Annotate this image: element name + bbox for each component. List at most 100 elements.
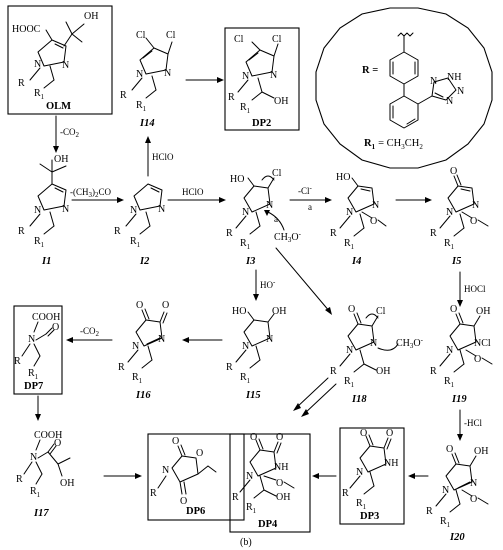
dp4-nh: NH — [274, 462, 288, 473]
i5-o-carbonyl: O — [450, 166, 457, 177]
i3-ho: HO — [230, 174, 244, 185]
i20-o: O — [446, 444, 453, 455]
i20-label: I20 — [449, 532, 465, 543]
i14-r: R — [120, 90, 127, 101]
i19-label: I19 — [451, 394, 467, 405]
i15-oh: OH — [272, 306, 286, 317]
dp7-o: O — [52, 322, 59, 333]
i14-r1: R1 — [136, 100, 147, 113]
dp6-n: N — [162, 465, 169, 476]
i19-o-methoxy: O — [474, 354, 481, 365]
olm-structure: OH HOOC N N R R1 OLM — [12, 11, 98, 112]
arrow-i2-to-i3-head — [219, 197, 226, 203]
arrow-i3-to-i15-head — [253, 294, 259, 301]
dp2-cl1: Cl — [234, 34, 244, 45]
i19-r: R — [430, 366, 437, 377]
i16-o2: O — [162, 300, 169, 311]
dp4-o-methoxy: O — [276, 478, 283, 489]
reagent-hocl: HOCl — [464, 284, 486, 294]
arrow-i15-to-i16-head — [182, 337, 189, 343]
i15-r: R — [226, 362, 233, 373]
i4-r1: R1 — [344, 238, 355, 251]
arrow-i19-to-i20-head — [457, 434, 463, 441]
dp3-r1: R1 — [356, 498, 367, 511]
i18-n3: N — [370, 338, 377, 349]
reagent-hcl: -HCl — [464, 418, 482, 428]
i18-r: R — [330, 366, 337, 377]
i3-n1: N — [242, 207, 249, 218]
i18-label: I18 — [351, 394, 367, 405]
dp4-structure: O O N NH O R OH R1 DP4 — [232, 432, 295, 530]
dp2-r1: R1 — [240, 102, 251, 115]
substituent-polygon — [315, 7, 493, 169]
dp3-structure: O O N NH R R1 DP3 — [342, 428, 398, 522]
arrow-i1-to-i2-head — [117, 197, 124, 203]
arrow-i18-to-dp4-b — [303, 383, 337, 415]
i16-label: I16 — [135, 390, 151, 401]
dp6-structure: O O O N R DP6 — [150, 436, 217, 517]
i17-o: O — [54, 438, 61, 449]
i15-r1: R1 — [240, 372, 251, 385]
dp6-o1: O — [172, 436, 179, 447]
i5-structure: O N N O R R1 I5 — [430, 166, 489, 267]
tetrazole-n-3: N — [446, 96, 453, 107]
i18-r1: R1 — [344, 376, 355, 389]
dp3-o2: O — [386, 428, 393, 439]
dp2-n1: N — [242, 71, 249, 82]
dp4-box — [229, 433, 311, 533]
i17-oh: OH — [60, 478, 74, 489]
i14-cl1: Cl — [136, 30, 146, 41]
dp7-n: N — [28, 334, 35, 345]
dp2-cl2: Cl — [272, 34, 282, 45]
i4-label: I4 — [351, 256, 361, 267]
olm-r: R — [18, 78, 25, 89]
arrow-i20-to-dp3-head — [408, 473, 415, 479]
r1-definition-label: R1= CH3CH2 — [364, 138, 423, 151]
dp4-oh: OH — [276, 492, 290, 503]
dp2-n3: N — [270, 70, 277, 81]
i3-curved-arrow-methoxide — [267, 211, 285, 231]
i5-n3: N — [472, 200, 479, 211]
i3-r1: R1 — [240, 238, 251, 251]
dp6-box — [147, 433, 245, 521]
dp7-r: R — [14, 356, 21, 367]
i20-o-methoxy: O — [470, 494, 477, 505]
dp2-structure: Cl Cl N N R OH R1 DP2 — [228, 34, 288, 129]
i2-r: R — [114, 226, 121, 237]
dp3-label: DP3 — [360, 511, 379, 522]
i3-structure: HO Cl N N R R1 a CH3O- I3 — [226, 168, 302, 267]
i17-label: I17 — [33, 508, 49, 519]
i17-r1: R1 — [30, 486, 41, 499]
i4-ho: HO — [336, 172, 350, 183]
i17-r: R — [16, 474, 23, 485]
i5-r: R — [430, 228, 437, 239]
dp6-o-ring: O — [196, 448, 203, 459]
arrow-dp3-to-dp4-head — [312, 473, 319, 479]
i18-curved-arrow-top — [365, 313, 379, 319]
dp7-label: DP7 — [24, 381, 43, 392]
i15-structure: HO OH N N R R1 I15 — [226, 306, 286, 401]
i2-label: I2 — [139, 256, 150, 267]
i14-cl2: Cl — [166, 30, 176, 41]
arrow-i4-to-i5-head — [425, 197, 432, 203]
i17-n: N — [30, 452, 37, 463]
i14-label: I14 — [139, 118, 155, 129]
i5-o: O — [470, 216, 477, 227]
olm-r1: R1 — [34, 88, 45, 101]
substituent-definition: N NH N N R = R1= CH3CH2 — [315, 7, 493, 169]
reagent-hydroxide: HO- — [260, 278, 276, 290]
i2-n3: N — [158, 204, 165, 215]
i19-o: O — [450, 304, 457, 315]
dp6-r: R — [150, 488, 157, 499]
i5-r1: R1 — [444, 238, 455, 251]
reagent-co2-olm: -CO2 — [60, 127, 80, 139]
i20-r1: R1 — [440, 516, 451, 529]
methoxide-i18: CH3O- — [396, 336, 424, 350]
i14-n1: N — [136, 69, 143, 80]
olm-oh: OH — [84, 11, 98, 22]
i1-label: I1 — [41, 256, 51, 267]
reagent-hclo-up: HClO — [152, 152, 174, 162]
i1-structure: OH N N R R1 I1 — [18, 154, 69, 267]
olm-box — [7, 5, 113, 115]
tetrazole-nh: NH — [447, 72, 461, 83]
